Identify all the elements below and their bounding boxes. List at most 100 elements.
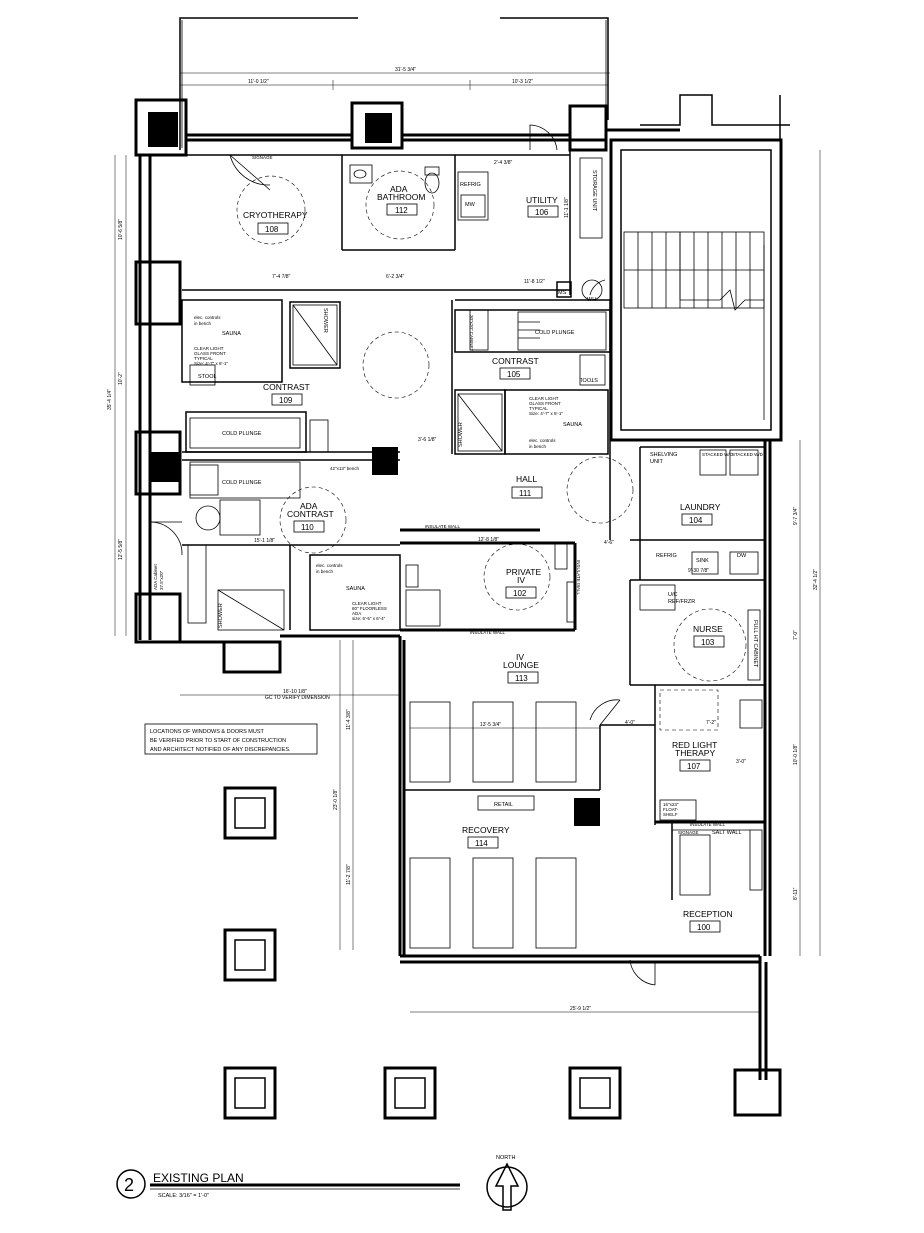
svg-text:11'-4 3/8": 11'-4 3/8": [346, 709, 352, 730]
insulate-wall-label-4: INSULATE WALL: [690, 822, 726, 827]
stool-label-1: STOOL: [198, 374, 217, 380]
room-ada-contrast: ADA CONTRAST 110: [287, 501, 334, 533]
svg-text:LOUNGE: LOUNGE: [503, 660, 539, 670]
stacked-wd-label-2: STACKED W/D: [732, 452, 764, 457]
clear-light-ada-b: 60" FLOORLESS: [352, 606, 387, 611]
cold-plunge-label-3: COLD PLUNGE: [222, 480, 262, 486]
north-arrow-icon: [494, 1162, 520, 1211]
verification-note: LOCATIONS OF WINDOWS & DOORS MUST BE VER…: [144, 723, 318, 755]
elec-controls-1a: elec. controls: [194, 315, 221, 320]
room-red-light: RED LIGHT THERAPY 107: [672, 740, 717, 772]
svg-text:6'-2 3/4": 6'-2 3/4": [386, 274, 405, 280]
svg-text:107: 107: [687, 762, 701, 771]
elec-controls-2b: in bench: [529, 444, 547, 449]
svg-text:35'-4 1/4": 35'-4 1/4": [107, 389, 113, 410]
signage-label: SIGNAGE: [252, 155, 273, 160]
clear-light-2a: CLEAR LIGHT: [529, 396, 559, 401]
svg-text:110: 110: [301, 523, 314, 532]
drawing-title: EXISTING PLAN: [153, 1171, 244, 1185]
dim-top-overall: 31'-5 3/4": [395, 67, 416, 73]
elec-controls-1b: in bench: [194, 321, 212, 326]
outer-walls: [134, 94, 790, 1117]
svg-text:111: 111: [519, 489, 532, 498]
room-contrast-105: CONTRAST 105: [492, 356, 539, 380]
refrig-label: REFRIG: [460, 182, 481, 188]
shower-label-2: SHOWER: [458, 422, 464, 447]
elec-controls-3a: elec. controls: [316, 563, 343, 568]
svg-text:12'-8 1/8": 12'-8 1/8": [478, 537, 499, 543]
svg-text:BATHROOM: BATHROOM: [377, 192, 425, 202]
dimension-labels: 7'-4 7/8" 6'-2 3/4" 2'-4 3/8" 11'-8 1/2"…: [107, 160, 819, 1012]
room-contrast-109: CONTRAST 109: [263, 382, 310, 406]
north-arrow: NORTH: [486, 1155, 528, 1211]
svg-text:9'-7 3/4": 9'-7 3/4": [793, 506, 799, 525]
stacked-wd-label-1: STACKED W/D: [702, 452, 734, 457]
svg-text:CONTRAST: CONTRAST: [287, 509, 334, 519]
cold-plunge-label-1: COLD PLUNGE: [535, 330, 575, 336]
svg-text:11'-8 1/2": 11'-8 1/2": [524, 279, 545, 285]
sauna-label-3: SAUNA: [346, 586, 365, 592]
svg-text:RECEPTION: RECEPTION: [683, 909, 733, 919]
svg-text:7'-4 7/8": 7'-4 7/8": [272, 274, 291, 280]
sink-label: SINK: [696, 558, 709, 564]
svg-text:4'-0": 4'-0": [625, 720, 635, 726]
dim-top-right: 10'-3 1/2": [512, 79, 533, 85]
svg-text:10'-0 1/8": 10'-0 1/8": [793, 744, 799, 765]
svg-text:10'-6 5/8": 10'-6 5/8": [118, 219, 124, 240]
svg-text:7'-2": 7'-2": [706, 720, 716, 726]
svg-text:10'-2": 10'-2": [118, 372, 124, 385]
drawing-scale: SCALE: 3/16" = 1'-0": [158, 1193, 209, 1199]
ada-cabinet-a: ADA Cabinet: [153, 563, 158, 590]
svg-text:NURSE: NURSE: [693, 624, 723, 634]
clear-light-ada-c: ADA: [352, 611, 361, 616]
clear-light-1d: Size: 4'-7" x 6'-1": [194, 361, 228, 366]
svg-text:RED LIGHT: RED LIGHT: [672, 740, 717, 750]
svg-text:25'-9 1/2": 25'-9 1/2": [570, 1006, 591, 1012]
insulate-wall-label-2: INSULATE WALL: [470, 630, 506, 635]
svg-text:114: 114: [475, 839, 488, 848]
svg-text:PRIVATE: PRIVATE: [506, 567, 541, 577]
svg-text:IV: IV: [516, 652, 524, 662]
svg-text:112: 112: [395, 206, 408, 215]
refrizer-label: REF/FRZR: [668, 599, 695, 605]
svg-text:103: 103: [701, 638, 715, 647]
title-block: 2 EXISTING PLAN SCALE: 3/16" = 1'-0": [116, 1169, 460, 1199]
doors: [149, 124, 656, 986]
svg-text:CONTRAST: CONTRAST: [492, 356, 539, 366]
clear-light-2b: GLASS FRONT: [529, 401, 561, 406]
svg-text:LOCATIONS OF WINDOWS & DOORS M: LOCATIONS OF WINDOWS & DOORS MUST: [150, 729, 265, 735]
bench-label: 42"x13" bench: [330, 466, 359, 471]
ada-cabinet-b: 37.5"x20": [159, 570, 164, 590]
svg-text:11'-2 7/8": 11'-2 7/8": [346, 864, 352, 885]
north-label: NORTH: [496, 1155, 515, 1161]
svg-text:THERAPY: THERAPY: [675, 748, 715, 758]
svg-text:AND ARCHITECT NOTIFIED OF ANY: AND ARCHITECT NOTIFIED OF ANY DISCREPANC…: [150, 747, 291, 753]
sauna-label-2: SAUNA: [563, 422, 582, 428]
svg-text:113: 113: [515, 674, 528, 683]
svg-text:GC TO VERIFY DIMENSION: GC TO VERIFY DIMENSION: [265, 695, 330, 701]
side-dimensions: [114, 150, 821, 1013]
float-shelf-a: 16"x23": [663, 802, 679, 807]
uc-label: U/C: [668, 592, 678, 598]
svg-text:CONTRAST: CONTRAST: [263, 382, 310, 392]
svg-text:23'-0 1/8": 23'-0 1/8": [333, 789, 339, 810]
float-shelf-c: SHELF: [663, 812, 678, 817]
clear-light-1b: GLASS FRONT: [194, 351, 226, 356]
insulate-wall-label-3: INSULATE WALL: [576, 560, 581, 596]
fixture-labels: SIGNAGE REFRIG MW STORAGE UNIT MS WH COL…: [153, 155, 764, 836]
svg-text:8'-11": 8'-11": [793, 887, 799, 900]
columns: [223, 786, 622, 1120]
svg-text:BE VERIFIED PRIOR TO START OF: BE VERIFIED PRIOR TO START OF CONSTRUCTI…: [150, 738, 286, 744]
room-iv-lounge: IV LOUNGE 113: [503, 652, 539, 684]
svg-text:102: 102: [513, 589, 527, 598]
mw-label: MW: [465, 202, 476, 208]
svg-text:12'-5 5/8": 12'-5 5/8": [118, 539, 124, 560]
room-reception: RECEPTION 100: [683, 909, 733, 933]
clear-light-1c: TYPICAL: [194, 356, 213, 361]
stool-label-2: STOOL: [579, 376, 598, 382]
svg-text:104: 104: [689, 516, 703, 525]
svg-text:3'-0": 3'-0": [736, 759, 746, 765]
room-cryotherapy: CRYOTHERAPY 108: [243, 210, 308, 235]
svg-text:7'-0": 7'-0": [793, 630, 799, 640]
clear-light-ada-d: size: 6'-5" x 6'-4": [352, 616, 386, 621]
